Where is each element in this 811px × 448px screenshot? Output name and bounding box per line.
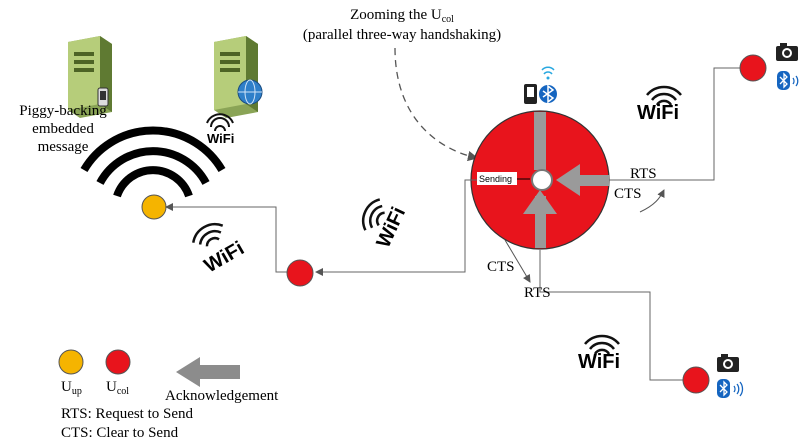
rts-label-right: RTS: [630, 166, 657, 182]
wifi-text-server: WiFi: [207, 131, 235, 146]
ucol-node-bottom: [682, 366, 710, 394]
legend-uup-label: Uup: [61, 379, 82, 397]
wifi-access-point-icon: [80, 126, 226, 198]
device-badge-top: [524, 66, 557, 104]
line-to-uup: [165, 203, 290, 273]
wifi-icon-middle: [362, 198, 385, 231]
wifi-text-right: WiFi: [637, 102, 680, 124]
legend-ucol-circle: [105, 349, 131, 375]
wifi-text-bottom: WiFi: [578, 351, 621, 373]
zoom-dashed-arrow: [394, 47, 479, 162]
piggyback-line-3: message: [37, 139, 89, 155]
cts-label-right: CTS: [614, 186, 642, 202]
wifi-icon-server: [206, 113, 234, 132]
ucol-zoom-circle: Sending: [470, 110, 610, 250]
wifi-icon-right: [646, 85, 682, 106]
cts-right-arrow: [639, 189, 665, 213]
acknowledgement-arrow: [176, 357, 240, 387]
legend-uup-circle: [58, 349, 84, 375]
wifi-icon-bottom: [584, 334, 620, 355]
legend-ucol-label: Ucol: [106, 379, 130, 397]
zoom-title: Zooming the Ucol: [350, 7, 454, 25]
ucol-node-right: [739, 54, 767, 82]
camera-bluetooth-icon-bottom: [717, 354, 744, 398]
server-icon-globe: [214, 36, 263, 118]
ucol-node-left: [286, 259, 314, 287]
piggyback-line-1: Piggy-backing: [19, 103, 107, 119]
cts-label-bottom: CTS: [487, 259, 515, 275]
line-to-ucol-left: [315, 179, 477, 276]
wifi-icon-left: [192, 222, 224, 247]
line-right-device: [609, 67, 740, 181]
sending-label: Sending: [479, 174, 512, 184]
legend-cts-definition: CTS: Clear to Send: [61, 425, 179, 441]
u-up-node: [141, 194, 167, 220]
zoom-subtitle: (parallel three-way handshaking): [302, 27, 502, 43]
camera-bluetooth-icon-right: [776, 43, 799, 90]
cts-bottom-arrow: [504, 239, 531, 283]
piggyback-line-2: embedded: [32, 121, 94, 137]
line-bottom-device: [539, 250, 683, 381]
rts-label-bottom: RTS: [524, 285, 551, 301]
server-icon-mobile: [68, 36, 112, 118]
legend-acknowledgement-label: Acknowledgement: [165, 388, 279, 404]
legend-rts-definition: RTS: Request to Send: [61, 406, 194, 422]
